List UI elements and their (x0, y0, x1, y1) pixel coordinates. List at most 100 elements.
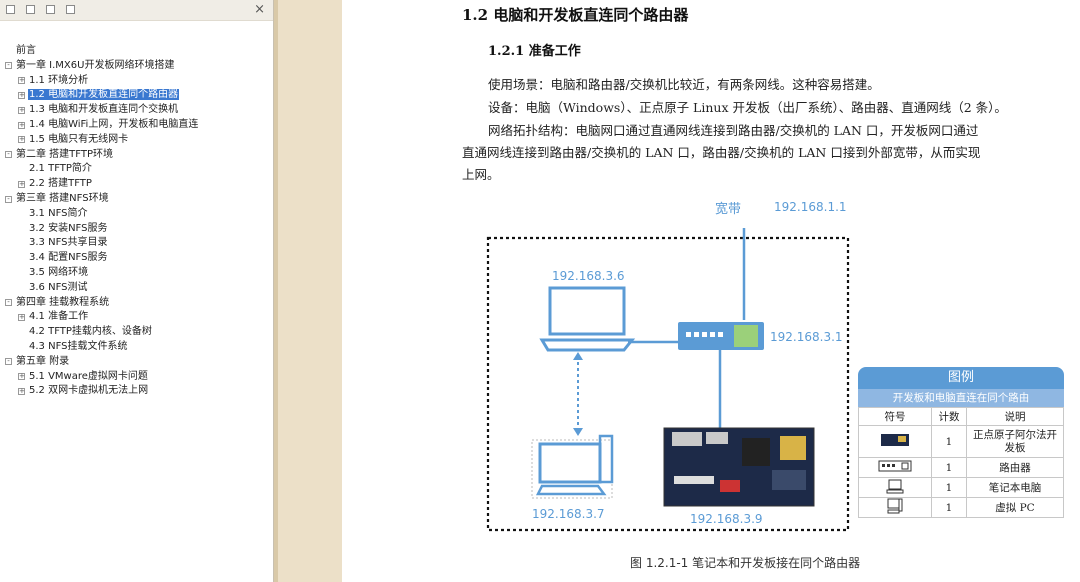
figure-caption: 图 1.2.1-1 笔记本和开发板接在同个路由器 (630, 556, 861, 570)
tree-item-label: 3.5 网络环境 (29, 267, 89, 278)
legend-row: 1 正点原子阿尔法开发板 (858, 425, 1064, 458)
tree-item-label: 第五章 附录 (16, 355, 70, 367)
tree-item-label: 5.2 双网卡虚拟机无法上网 (29, 385, 149, 397)
arrow-down-icon (573, 428, 583, 436)
virtual-pc-icon (858, 497, 932, 518)
tree-item-label: 第一章 I.MX6U开发板网络环境搭建 (16, 59, 175, 71)
board-ip: 192.168.3.9 (690, 512, 763, 526)
tree-item[interactable]: 第一章 I.MX6U开发板网络环境搭建 (15, 59, 175, 73)
tree-item[interactable]: 3.5 网络环境 (28, 266, 89, 280)
tree-item-label: 3.4 配置NFS服务 (29, 252, 108, 264)
tree-item[interactable]: 4.3 NFS挂载文件系统 (28, 340, 129, 354)
tree-item[interactable]: 4.1 准备工作 (28, 310, 89, 324)
virtual-pc-icon (531, 434, 614, 499)
tree-item[interactable]: 1.3 电脑和开发板直连同个交换机 (28, 103, 179, 117)
document-page: 1.2 电脑和开发板直连同个路由器 1.2.1 准备工作 使用场景：电脑和路由器… (342, 0, 1080, 582)
legend-row: 1 路由器 (858, 457, 1064, 478)
tree-item-label: 第四章 挂载教程系统 (16, 296, 110, 308)
tree-item[interactable]: 第五章 附录 (15, 355, 70, 369)
legend-desc: 虚拟 PC (966, 497, 1064, 518)
expand-toggle-icon[interactable]: + (18, 179, 25, 188)
collapse-toggle-icon[interactable]: - (5, 358, 12, 366)
legend-row: 1 笔记本电脑 (858, 477, 1064, 498)
tree-item[interactable]: 2.2 搭建TFTP (28, 177, 93, 191)
close-panel-button[interactable]: × (254, 2, 265, 17)
collapse-toggle-icon[interactable]: - (5, 151, 12, 159)
collapse-all-icon[interactable] (26, 5, 35, 14)
tree-item-label: 前言 (16, 45, 36, 56)
tree-item-label: 4.3 NFS挂载文件系统 (29, 341, 128, 352)
tree-item[interactable]: 第四章 挂载教程系统 (15, 296, 110, 310)
legend-desc: 正点原子阿尔法开发板 (966, 425, 1064, 458)
tree-item[interactable]: 前言 (15, 44, 37, 58)
tree-item[interactable]: 3.4 配置NFS服务 (28, 251, 109, 265)
tree-item[interactable]: 3.1 NFS简介 (28, 207, 89, 221)
expand-toggle-icon[interactable]: + (18, 120, 25, 129)
legend-desc: 路由器 (966, 457, 1064, 478)
tree-item-label: 第三章 搭建NFS环境 (16, 193, 109, 204)
dev-board-icon (858, 425, 932, 458)
expand-toggle-icon[interactable]: + (18, 135, 25, 144)
tree-item[interactable]: 5.2 双网卡虚拟机无法上网 (28, 384, 149, 398)
diagram-legend: 图例 开发板和电脑直连在同个路由 符号 计数 说明 1 正点原子阿尔法开发板 1… (858, 367, 1064, 518)
expand-toggle-icon[interactable]: + (18, 76, 25, 85)
tree-item[interactable]: 4.2 TFTP挂载内核、设备树 (28, 325, 153, 339)
tree-item-label: 3.2 安装NFS服务 (29, 222, 108, 234)
tree-item[interactable]: 3.3 NFS共享目录 (28, 236, 109, 250)
tree-item[interactable]: 第二章 搭建TFTP环境 (15, 148, 114, 162)
tree-item-label: 3.6 NFS测试 (29, 281, 88, 293)
paragraph-topology-end: 上网。 (462, 167, 500, 182)
expand-toggle-icon[interactable]: + (18, 372, 25, 381)
panel-splitter[interactable] (274, 0, 278, 582)
tree-item-label: 1.3 电脑和开发板直连同个交换机 (29, 104, 179, 116)
expand-toggle-icon[interactable]: + (18, 90, 25, 99)
lan-boundary (486, 236, 850, 532)
router-icon (858, 457, 932, 478)
legend-subtitle: 开发板和电脑直连在同个路由 (858, 389, 1064, 407)
tree-item[interactable]: 1.1 环境分析 (28, 74, 89, 88)
section-title: 1.2 电脑和开发板直连同个路由器 (462, 6, 689, 24)
laptop-icon (858, 477, 932, 498)
expand-toggle-icon[interactable]: + (18, 312, 25, 321)
tree-item-label: 2.1 TFTP简介 (29, 163, 92, 175)
legend-title: 图例 (858, 367, 1064, 389)
tree-item[interactable]: 1.5 电脑只有无线网卡 (28, 133, 129, 147)
tree-item-label: 1.1 环境分析 (29, 74, 89, 86)
collapse-toggle-icon[interactable]: - (5, 299, 12, 307)
tree-item[interactable]: 2.1 TFTP简介 (28, 162, 93, 176)
expand-toggle-icon[interactable]: + (18, 386, 25, 395)
paragraph-scenario: 使用场景：电脑和路由器/交换机比较近，有两条网线。这种容易搭建。 (488, 77, 880, 92)
tree-item-label: 4.1 准备工作 (29, 311, 89, 323)
bookmark-add-icon[interactable] (66, 5, 75, 14)
router-icon (678, 322, 764, 350)
tree-item[interactable]: 第三章 搭建NFS环境 (15, 192, 110, 206)
collapse-toggle-icon[interactable]: - (5, 62, 12, 70)
tree-item-label: 2.2 搭建TFTP (29, 178, 92, 190)
expand-all-icon[interactable] (6, 5, 15, 14)
tree-item[interactable]: 1.4 电脑WiFi上网，开发板和电脑直连 (28, 118, 199, 132)
tree-item-label: 3.3 NFS共享目录 (29, 237, 108, 249)
legend-count: 1 (931, 497, 967, 518)
bookmarks-toolbar: × (0, 0, 273, 21)
legend-header-desc: 说明 (966, 407, 1064, 426)
legend-count: 1 (931, 425, 967, 458)
expand-toggle-icon[interactable]: + (18, 105, 25, 114)
paragraph-topology-cont: 直通网线连接到路由器/交换机的 LAN 口，路由器/交换机的 LAN 口接到外部… (462, 145, 981, 160)
tree-item[interactable]: 1.2 电脑和开发板直连同个路由器 (28, 88, 180, 102)
laptop-icon (539, 286, 636, 352)
paragraph-topology: 网络拓扑结构：电脑网口通过直通网线连接到路由器/交换机的 LAN 口，开发板网口… (488, 123, 979, 138)
tree-item[interactable]: 3.2 安装NFS服务 (28, 222, 109, 236)
legend-desc: 笔记本电脑 (966, 477, 1064, 498)
tree-item[interactable]: 3.6 NFS测试 (28, 281, 89, 295)
tree-item-label: 1.5 电脑只有无线网卡 (29, 133, 129, 145)
legend-header-count: 计数 (931, 407, 967, 426)
tree-item[interactable]: 5.1 VMware虚拟网卡问题 (28, 370, 149, 384)
tree-item-label: 1.2 电脑和开发板直连同个路由器 (28, 89, 180, 101)
laptop-ip: 192.168.3.6 (552, 269, 625, 283)
dev-board-icon (663, 427, 815, 507)
bookmark-options-icon[interactable] (46, 5, 55, 14)
collapse-toggle-icon[interactable]: - (5, 195, 12, 203)
tree-item-label: 第二章 搭建TFTP环境 (16, 148, 114, 160)
subsection-title: 1.2.1 准备工作 (488, 44, 581, 59)
tree-item-label: 5.1 VMware虚拟网卡问题 (29, 370, 148, 382)
